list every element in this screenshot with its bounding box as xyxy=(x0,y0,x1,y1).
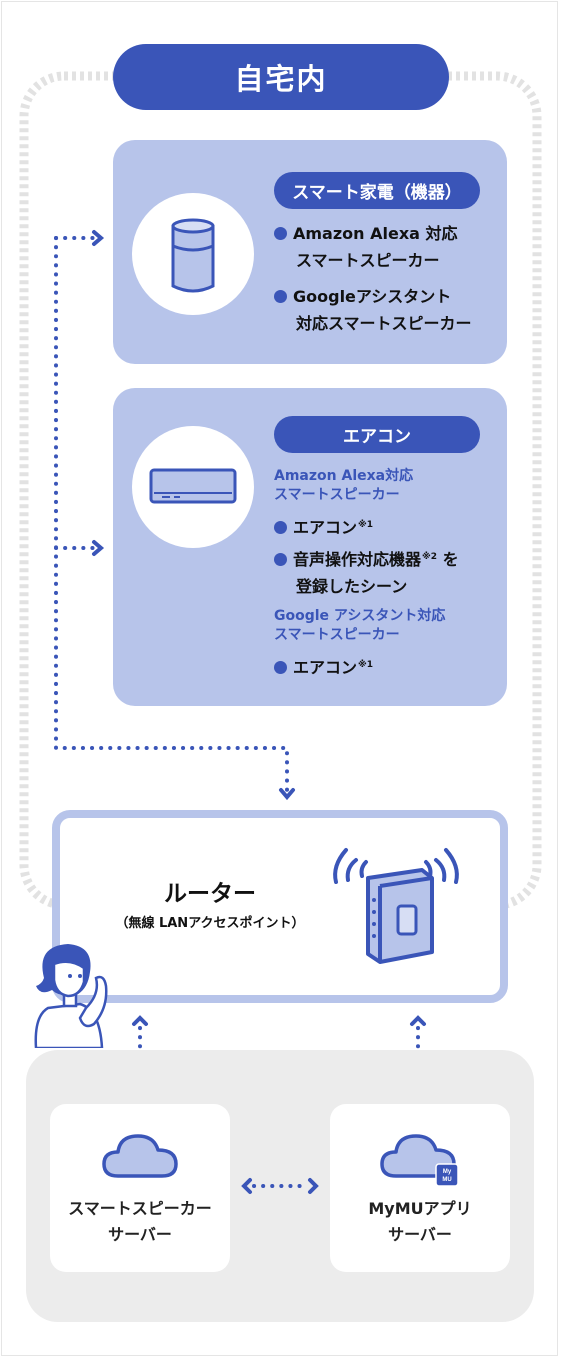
mymu-server-card xyxy=(330,1104,510,1272)
list-item: Googleアシスタント 対応スマートスピーカー xyxy=(274,283,472,337)
list-item: エアコン※1 xyxy=(274,652,373,681)
router-subtitle: （無線 LANアクセスポイント） xyxy=(115,916,305,931)
aircon-tag: エアコン xyxy=(274,416,480,453)
cloud-icon xyxy=(102,1134,178,1178)
mymu-server-label: MyMUアプリ サーバー xyxy=(368,1199,472,1244)
alexa-heading: Amazon Alexa対応 スマートスピーカー xyxy=(274,468,414,503)
list-item: Amazon Alexa 対応 スマートスピーカー xyxy=(274,220,458,274)
cloud-icon: My MU xyxy=(380,1134,459,1187)
server-sync-arrow xyxy=(241,1178,319,1194)
arrow-up-icon xyxy=(132,1015,148,1026)
arrow-right-icon xyxy=(92,540,105,556)
arrow-left-icon xyxy=(241,1178,252,1194)
smart-speaker-server-card xyxy=(50,1104,230,1272)
mymu-app-icon xyxy=(435,1163,459,1187)
google-heading: Google アシスタント対応 スマートスピーカー xyxy=(274,608,446,643)
arrow-right-icon xyxy=(92,230,105,246)
router-icon xyxy=(333,848,459,964)
svg-text:My: My xyxy=(443,1169,452,1175)
air-conditioner-icon xyxy=(149,468,237,504)
speaker-circle xyxy=(132,193,254,315)
bullet-dot xyxy=(274,553,287,566)
arrow-up-icon xyxy=(410,1015,426,1026)
list-item: 音声操作対応機器※2 を 登録したシーン xyxy=(274,544,459,600)
arrow-down-icon xyxy=(279,788,295,801)
smart-appliance-tag: スマート家電（機器） xyxy=(274,172,480,209)
bullet-dot xyxy=(274,661,287,674)
aircon-circle xyxy=(132,426,254,548)
router-title: ルーター xyxy=(164,881,256,907)
home-label: 自宅内 xyxy=(113,44,449,110)
arrow-right-icon xyxy=(308,1178,319,1194)
svg-text:MU: MU xyxy=(442,1177,451,1183)
person-thinking-icon xyxy=(34,944,108,1048)
bullet-dot xyxy=(274,227,287,240)
bullet-dot xyxy=(274,521,287,534)
smart-speaker-server-label: スマートスピーカー サーバー xyxy=(68,1199,212,1244)
bullet-dot xyxy=(274,290,287,303)
list-item: エアコン※1 xyxy=(274,512,373,541)
smart-speaker-icon xyxy=(171,218,215,293)
